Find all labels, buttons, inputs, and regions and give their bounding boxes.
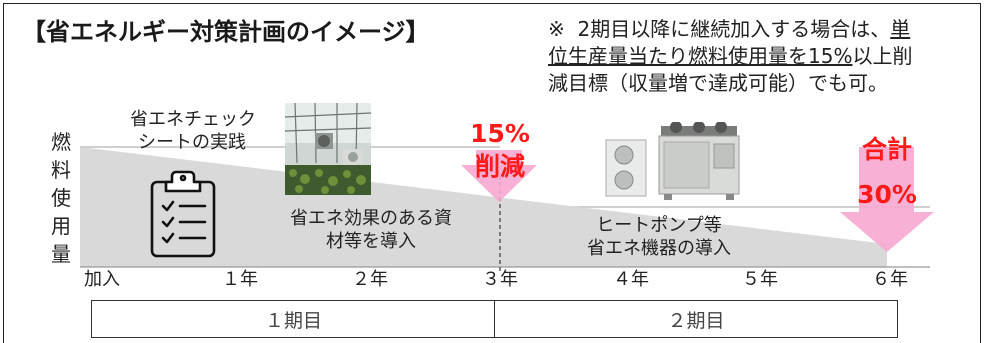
x-tick-year2: ２年 (352, 269, 388, 290)
reduction-15-pct: 15% (470, 119, 530, 148)
heat-pump-label: ヒートポンプ等 省エネ機器の導入 (574, 214, 744, 260)
period-2-box: ２期目 (494, 300, 898, 338)
note-line2-rest: 以上削 (852, 44, 913, 68)
diagram-frame (3, 3, 981, 343)
note-line1: 2期目以降に継続加入する場合は、 (577, 17, 891, 41)
x-tick-start: 加入 (84, 269, 120, 290)
y-axis-label: 燃 料 使 用 量 (48, 128, 74, 268)
heat-pump-label-line1: ヒートポンプ等 (596, 215, 722, 236)
checklist-label-line1: 省エネチェック (130, 109, 256, 130)
x-tick-year5: ５年 (742, 269, 778, 290)
reduction-total-word: 合計 (861, 135, 912, 164)
note-line3: 減目標（収量増で達成可能）でも可。 (548, 71, 888, 95)
reduction-15-label: 15% 削減 (462, 117, 538, 183)
fuel-usage-area (80, 147, 887, 267)
reduction-total-label: 合計 30% (842, 133, 932, 211)
page-title: 【省エネルギー対策計画のイメージ】 (22, 18, 430, 46)
greenhouse-image (285, 103, 371, 195)
note-line2-underlined: 位生産量当たり燃料使用量を15% (548, 44, 853, 68)
heat-pump-photo (604, 122, 744, 202)
heat-pump-image (604, 122, 744, 202)
x-tick-year1: １年 (222, 269, 258, 290)
reduction-arrow-15 (461, 150, 537, 202)
clipboard-checklist-icon (150, 170, 216, 258)
y-label-char: 量 (51, 242, 71, 266)
reduction-arrow-30 (840, 147, 934, 252)
checklist-label-line2: シートの実践 (138, 132, 246, 153)
y-label-char: 使 (51, 186, 71, 210)
materials-label: 省エネ効果のある資 材等を導入 (283, 207, 459, 253)
x-tick-year3: ３年 (482, 269, 518, 290)
x-tick-year6: ６年 (872, 269, 908, 290)
period-1-box: １期目 (91, 300, 496, 338)
materials-label-line2: 材等を導入 (326, 231, 416, 252)
note-mark: ※ (548, 17, 565, 41)
note-text: ※ 2期目以降に継続加入する場合は、単 位生産量当たり燃料使用量を15%以上削 … (548, 16, 968, 97)
reduction-15-word: 削減 (474, 152, 525, 181)
note-line1-underlined: 単 (890, 17, 911, 41)
reduction-total-pct: 30% (857, 180, 917, 209)
y-label-char: 燃 (51, 130, 71, 154)
checklist-label: 省エネチェック シートの実践 (130, 108, 256, 154)
y-label-char: 料 (51, 158, 71, 182)
materials-label-line1: 省エネ効果のある資 (290, 208, 452, 229)
heat-pump-label-line2: 省エネ機器の導入 (587, 238, 731, 259)
x-tick-year4: ４年 (613, 269, 649, 290)
y-label-char: 用 (51, 214, 71, 238)
greenhouse-photo (285, 103, 371, 195)
